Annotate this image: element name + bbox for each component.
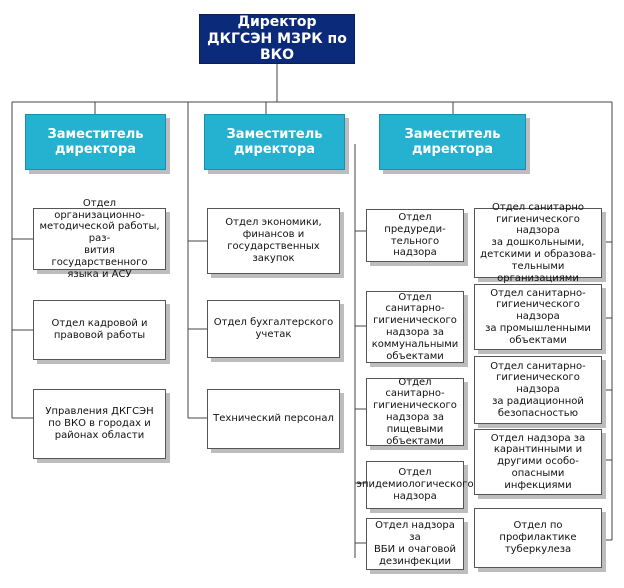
dept-economics: Отдел экономики, финансов и государствен…: [207, 208, 340, 274]
dept-industrial-objects: Отдел санитарно- гигиенического надзора …: [474, 284, 602, 350]
dept-accounting: Отдел бухгалтерского учетак: [207, 300, 340, 358]
dept-preventive-supervision: Отдел предуреди- тельного надзора: [366, 209, 464, 262]
dept-hr-legal: Отдел кадровой и правовой работы: [33, 300, 166, 360]
dept-technical-staff: Технический персонал: [207, 389, 340, 449]
deputy-box-1: Заместитель директора: [25, 114, 166, 170]
dept-preschool-education: Отдел санитарно гигиенического надзора з…: [474, 202, 602, 284]
director-box: Директор ДКГСЭН МЗРК по ВКО: [199, 14, 355, 64]
dept-tuberculosis: Отдел по профилактике туберкулеза: [474, 508, 602, 568]
dept-vbi-disinfection: Отдел надзора за ВБИ и очаговой дезинфек…: [366, 518, 464, 570]
dept-communal-objects: Отдел санитарно- гигиенического надзора …: [366, 291, 464, 363]
dept-regional-offices: Управления ДКГСЭН по ВКО в городах и рай…: [33, 389, 166, 459]
dept-quarantine-infections: Отдел надзора за карантинными и другими …: [474, 429, 602, 495]
dept-radiation-safety: Отдел санитарно- гигиенического надзора …: [474, 356, 602, 424]
dept-org-methodical: Отдел организационно- методической работ…: [33, 198, 166, 280]
dept-food-objects: Отдел санитарно- гигиенического надзора …: [366, 377, 464, 447]
dept-epidemiology: Отдел эпидемиологического надзора: [356, 461, 474, 509]
deputy-box-2: Заместитель директора: [204, 114, 345, 170]
deputy-box-3: Заместитель директора: [379, 114, 526, 170]
